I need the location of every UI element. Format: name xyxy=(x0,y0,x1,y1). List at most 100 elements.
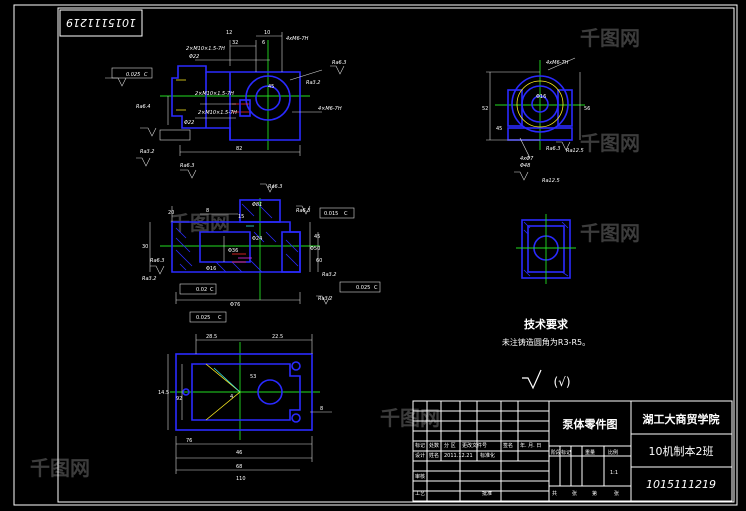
label-dia-16: Φ16 xyxy=(536,94,546,100)
tb-scale-label: 比例 xyxy=(608,449,618,456)
dim-56: 56 xyxy=(584,106,590,112)
section-view: Ra6.3 Φ81 Ra6.3 Ra3.2 Ra6.3 Φ24 Φ36 Φ50 … xyxy=(142,183,381,323)
watermark-text: 千图网 xyxy=(580,221,640,245)
label-sec-ra-d: Ra6.3 xyxy=(150,258,165,264)
side-view: 4xM6-7H Φ16 4xΦ7 Φ48 Ra6.3 Ra12.5 Ra12.5… xyxy=(482,57,590,184)
tb-cell: 设计 xyxy=(415,452,425,459)
watermark-text: 千图网 xyxy=(30,456,90,480)
label-sec-ra-f: Ra3.2 xyxy=(322,272,337,278)
label-sec-ra-b: Ra6.3 xyxy=(296,208,311,214)
bottom-view: 28.5 22.5 53 14.5 92 4 68 46 110 76 8 xyxy=(158,334,332,482)
label-holes: 4xΦ7 xyxy=(520,156,534,162)
label-sec-datum-a: C xyxy=(210,287,214,293)
dim-52: 52 xyxy=(482,106,488,112)
tb-cell: 批准 xyxy=(482,490,492,497)
roughness-symbol: (√) xyxy=(553,375,570,389)
dim-45-side: 45 xyxy=(496,126,502,132)
label-thread-m6: 4xM6-7H xyxy=(286,36,309,42)
tb-cell: 2011.12.21 xyxy=(444,453,473,459)
label-dia-low: Φ22 xyxy=(184,120,194,126)
tb-cell: 年. 月. 日 xyxy=(520,442,541,449)
school-name: 湖工大商贸学院 xyxy=(643,412,720,426)
label-ra-d: Ra6.3 xyxy=(332,60,347,66)
label-sec-dia-81: Φ81 xyxy=(252,202,262,208)
tb-cell: 处数 xyxy=(429,442,439,449)
label-sec-tol-b: 0.025 xyxy=(196,315,210,321)
inner-border xyxy=(57,7,735,503)
label-ra-c: Ra6.3 xyxy=(180,163,195,169)
label-datum: C xyxy=(144,72,148,78)
class-name: 10机制本2班 xyxy=(649,444,714,458)
label-ra-e: Ra3.2 xyxy=(306,80,321,86)
label-dim-6: 6 xyxy=(262,40,265,46)
detail-view xyxy=(516,214,576,284)
tb-stage-label: 阶段标记 xyxy=(551,449,571,456)
dim-sec-30: 30 xyxy=(142,244,148,250)
student-number: 1015111219 xyxy=(646,478,716,491)
dim-bot-46: 46 xyxy=(236,450,242,456)
label-thread-side: 4xM6-7H xyxy=(546,60,569,66)
dim-10: 10 xyxy=(264,30,270,36)
dim-sec-60: 60 xyxy=(316,258,322,264)
label-sec-ra-c: Ra3.2 xyxy=(318,296,333,302)
tb-cell: 标记 xyxy=(415,442,425,449)
stamp-box xyxy=(59,9,143,37)
label-sec-ra-a: Ra6.3 xyxy=(268,184,283,190)
dim-sec-45: 45 xyxy=(314,234,320,240)
watermark-text: 千图网 xyxy=(580,131,640,155)
label-dia-48: Φ48 xyxy=(520,163,530,169)
tb-cell: 姓名 xyxy=(429,452,439,459)
dim-sec-8: 8 xyxy=(206,208,209,214)
tech-req-title: 技术要求 xyxy=(524,317,569,331)
part-name: 泵体零件图 xyxy=(563,417,618,431)
technical-notes: 技术要求 未注铸造圆角为R3-R5。 (√) xyxy=(502,317,590,390)
dim-sec-20: 20 xyxy=(168,210,174,216)
tech-req-text: 未注铸造圆角为R3-R5。 xyxy=(502,337,590,347)
label-dia-top: Φ22 xyxy=(189,54,199,60)
outer-border xyxy=(13,4,738,506)
tb-cell: 更改文件号 xyxy=(462,442,487,449)
label-sec-ra-e: Ra3.2 xyxy=(142,276,157,282)
watermark: 千图网 千图网 千图网 千图网 千图网 千图网 xyxy=(30,26,640,480)
label-dim-32: 32 xyxy=(232,40,238,46)
dim-bot-225: 22.5 xyxy=(272,334,283,340)
label-sec-datum-b: C xyxy=(218,315,222,321)
watermark-text: 千图网 xyxy=(380,406,440,430)
label-sec-dia-36: Φ36 xyxy=(228,248,238,254)
watermark-text: 千图网 xyxy=(170,211,230,235)
dim-bot-110: 110 xyxy=(236,476,246,482)
dim-82: 82 xyxy=(236,146,242,152)
tb-weight-label: 重量 xyxy=(585,449,595,456)
label-thread-m6b: 4×M6-7H xyxy=(318,106,342,112)
front-view: 2×M10×1.5-7H Φ22 2×M10×1.5-7H 2×M10×1.5-… xyxy=(105,30,347,179)
dim-bot-53: 53 xyxy=(250,374,256,380)
label-sec-tol-a: 0.02 xyxy=(196,287,207,293)
label-thread-mid: 2×M10×1.5-7H xyxy=(195,91,234,97)
tb-cell: 签名 xyxy=(503,442,513,449)
label-dim-45: 45 xyxy=(268,84,274,90)
tb-cell: 审核 xyxy=(415,473,425,480)
drawing-number-stamp: 1015111219 xyxy=(66,16,136,29)
tb-scale-value: 1:1 xyxy=(610,470,618,476)
label-sec-dia-50: Φ50 xyxy=(310,246,320,252)
tb-sheet: 第 xyxy=(592,490,597,497)
label-thread-low: 2×M10×1.5-7H xyxy=(198,110,237,116)
label-ra-side-b: Ra12.5 xyxy=(566,148,584,154)
watermark-text: 千图网 xyxy=(580,26,640,50)
dim-bot-145: 14.5 xyxy=(158,390,169,396)
label-ra-side-a: Ra6.3 xyxy=(546,146,561,152)
dim-bot-76: 76 xyxy=(186,438,192,444)
label-sec-tol-d: 0.025 xyxy=(356,285,370,291)
label-sec-dia-16: Φ16 xyxy=(206,266,216,272)
label-ra-b: Ra3.2 xyxy=(140,149,155,155)
label-sec-dia-76: Φ76 xyxy=(230,302,240,308)
label-tolerance: 0.025 xyxy=(126,72,140,78)
dim-12: 12 xyxy=(226,30,232,36)
dim-bot-285: 28.5 xyxy=(206,334,217,340)
label-sec-tol-c: 0.015 xyxy=(324,211,338,217)
label-sec-datum-d: C xyxy=(374,285,378,291)
tb-cell: 标准化 xyxy=(480,452,495,459)
tb-sheet: 张 xyxy=(572,490,577,497)
label-sec-datum-c: C xyxy=(344,211,348,217)
